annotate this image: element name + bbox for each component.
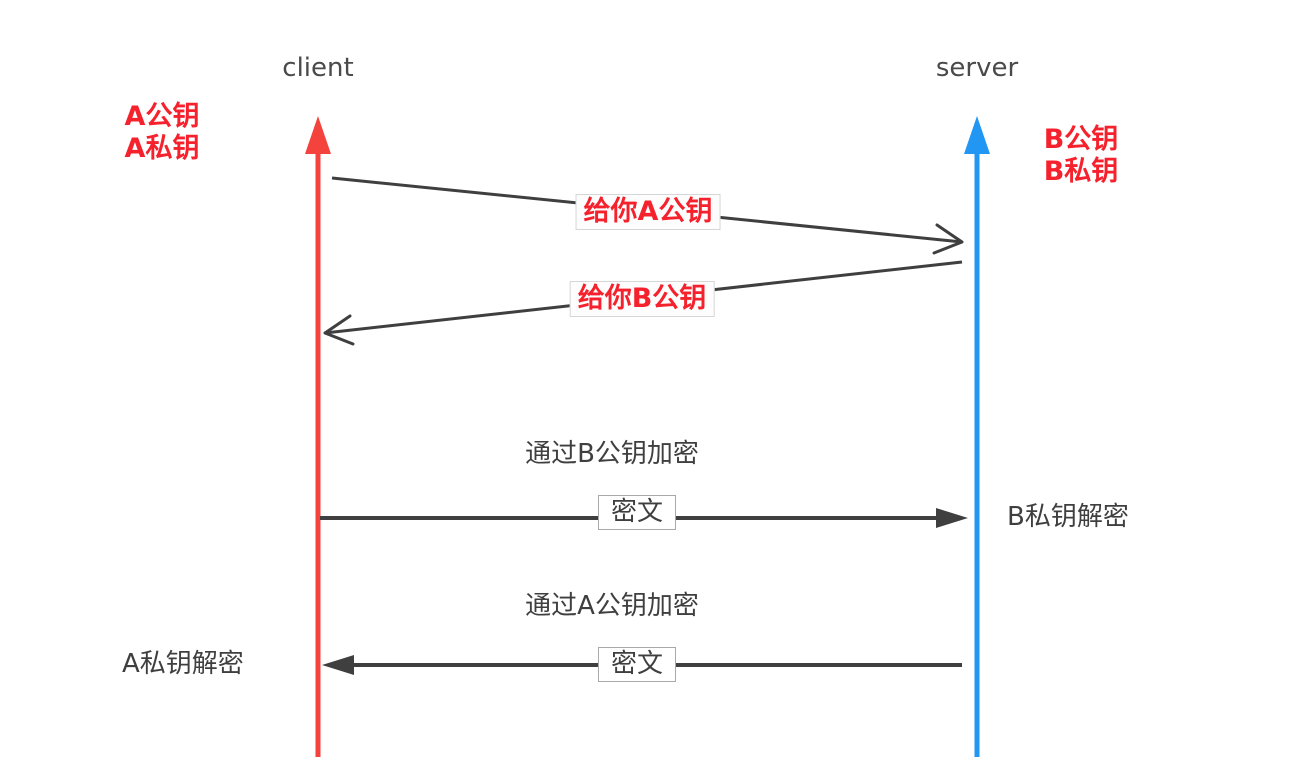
ciphertext-to-server-box: 密文 xyxy=(597,495,677,530)
server-public-key-label: B公钥 xyxy=(1043,124,1119,155)
message-give-a-public-key-label: 给你A公钥 xyxy=(575,194,721,230)
client-label: client xyxy=(282,53,354,83)
server-keys: B公钥 B私钥 xyxy=(1044,124,1119,189)
client-lifeline xyxy=(305,116,331,757)
server-lifeline xyxy=(964,116,990,757)
client-private-key-label: A私钥 xyxy=(124,133,200,165)
server-lifeline-arrowhead-icon xyxy=(964,116,990,154)
encrypt-with-a-public-key-label: 通过A公钥加密 xyxy=(525,591,699,621)
encrypt-with-b-public-key-label: 通过B公钥加密 xyxy=(525,439,699,469)
arrowhead-open-right-icon xyxy=(932,223,964,255)
arrowhead-open-left-icon xyxy=(323,314,355,346)
server-label: server xyxy=(935,53,1019,83)
client-keys: A公钥 A私钥 xyxy=(125,101,200,166)
ciphertext-to-client-box: 密文 xyxy=(597,647,677,682)
arrowhead-solid-left-icon xyxy=(322,655,354,675)
client-lifeline-arrowhead-icon xyxy=(305,116,331,154)
a-private-key-decrypt-label: A私钥解密 xyxy=(122,649,244,679)
message-give-b-public-key-label: 给你B公钥 xyxy=(569,281,715,317)
b-private-key-decrypt-label: B私钥解密 xyxy=(1007,502,1129,532)
arrowhead-solid-right-icon xyxy=(936,508,968,528)
client-public-key-label: A公钥 xyxy=(124,101,200,132)
server-private-key-label: B私钥 xyxy=(1043,156,1119,188)
